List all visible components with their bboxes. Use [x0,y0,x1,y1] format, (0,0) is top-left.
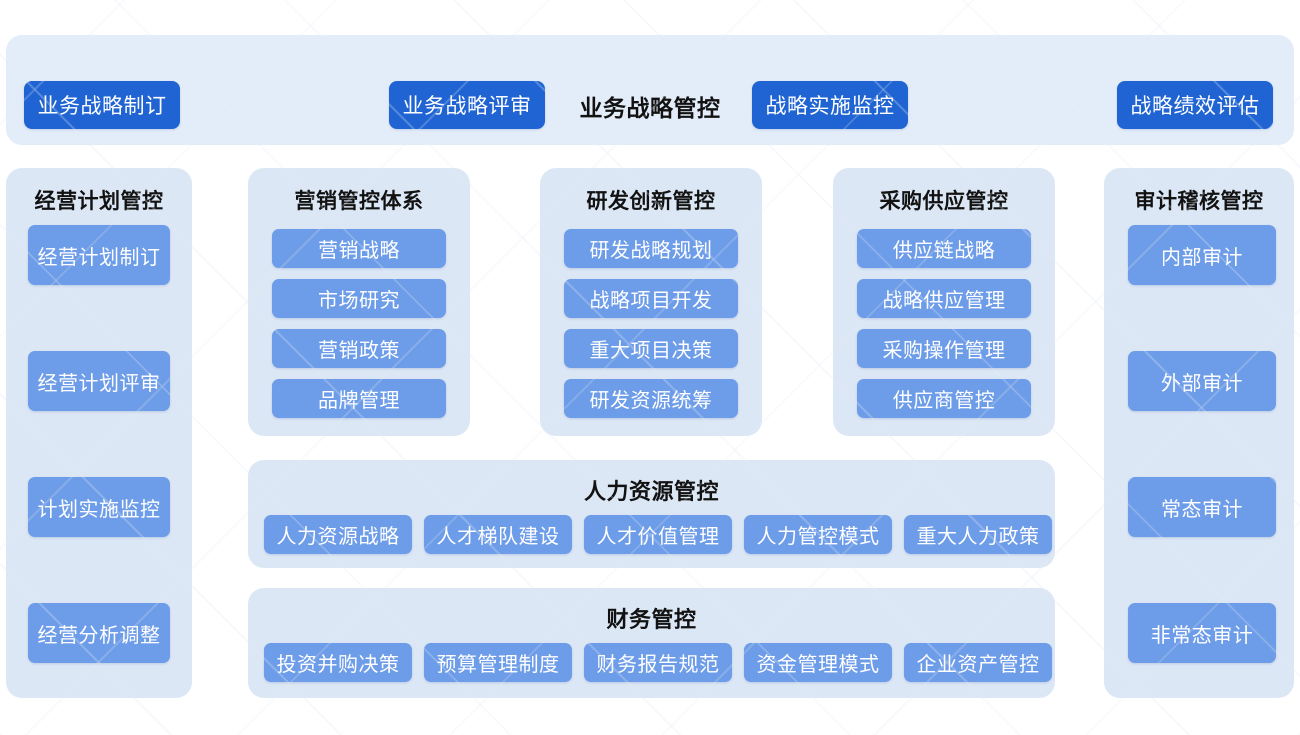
node-strategic-project-development[interactable]: 战略项目开发 [564,279,738,318]
node-business-strategy-formulation[interactable]: 业务战略制订 [24,81,180,129]
panel-title-human-resource-control: 人力资源管控 [583,479,719,504]
panel-procurement-supply-control: 采购供应管控 供应链战略 战略供应管理 采购操作管理 供应商管控 [833,168,1055,436]
panel-rd-innovation-control: 研发创新管控 研发战略规划 战略项目开发 重大项目决策 研发资源统筹 [540,168,762,436]
panel-business-strategy: 业务战略管控 业务战略制订 业务战略评审 战略实施监控 战略绩效评估 [6,35,1294,145]
node-non-routine-audit[interactable]: 非常态审计 [1128,603,1276,663]
node-market-research[interactable]: 市场研究 [272,279,446,318]
node-strategy-performance-evaluation[interactable]: 战略绩效评估 [1117,81,1273,129]
node-hr-strategy[interactable]: 人力资源战略 [264,515,412,554]
node-business-strategy-review[interactable]: 业务战略评审 [389,81,545,129]
node-internal-audit[interactable]: 内部审计 [1128,225,1276,285]
panel-financial-control: 财务管控 投资并购决策 预算管理制度 财务报告规范 资金管理模式 企业资产管控 [248,588,1055,698]
node-marketing-strategy[interactable]: 营销战略 [272,229,446,268]
node-budget-management-system[interactable]: 预算管理制度 [424,643,572,682]
panel-title-marketing-control-system: 营销管控体系 [294,190,424,213]
node-major-project-decision[interactable]: 重大项目决策 [564,329,738,368]
node-marketing-policy[interactable]: 营销政策 [272,329,446,368]
node-talent-pipeline-building[interactable]: 人才梯队建设 [424,515,572,554]
node-operating-analysis-adjustment[interactable]: 经营分析调整 [28,603,170,663]
panel-title-procurement-supply-control: 采购供应管控 [879,190,1009,213]
panel-title-rd-innovation-control: 研发创新管控 [586,190,716,213]
node-strategic-supply-management[interactable]: 战略供应管理 [857,279,1031,318]
node-routine-audit[interactable]: 常态审计 [1128,477,1276,537]
node-rd-resource-coordination[interactable]: 研发资源统筹 [564,379,738,418]
node-operating-plan-review[interactable]: 经营计划评审 [28,351,170,411]
node-rd-strategy-planning[interactable]: 研发战略规划 [564,229,738,268]
panel-title-operating-plan-control: 经营计划管控 [34,190,164,213]
node-fund-management-model[interactable]: 资金管理模式 [744,643,892,682]
node-procurement-operation-management[interactable]: 采购操作管理 [857,329,1031,368]
node-operating-plan-formulation[interactable]: 经营计划制订 [28,225,170,285]
panel-title-financial-control: 财务管控 [606,607,697,632]
node-plan-implementation-monitoring[interactable]: 计划实施监控 [28,477,170,537]
panel-human-resource-control: 人力资源管控 人力资源战略 人才梯队建设 人才价值管理 人力管控模式 重大人力政… [248,460,1055,568]
node-supply-chain-strategy[interactable]: 供应链战略 [857,229,1031,268]
node-talent-value-management[interactable]: 人才价值管理 [584,515,732,554]
panel-operating-plan-control: 经营计划管控 经营计划制订 经营计划评审 计划实施监控 经营分析调整 [6,168,192,698]
panel-audit-inspection-control: 审计稽核管控 内部审计 外部审计 常态审计 非常态审计 [1104,168,1294,698]
panel-title-business-strategy: 业务战略管控 [579,95,721,121]
node-hr-control-model[interactable]: 人力管控模式 [744,515,892,554]
node-major-hr-policy[interactable]: 重大人力政策 [904,515,1052,554]
panel-title-audit-inspection-control: 审计稽核管控 [1134,190,1264,213]
node-supplier-control[interactable]: 供应商管控 [857,379,1031,418]
node-external-audit[interactable]: 外部审计 [1128,351,1276,411]
node-enterprise-asset-control[interactable]: 企业资产管控 [904,643,1052,682]
panel-marketing-control-system: 营销管控体系 营销战略 市场研究 营销政策 品牌管理 [248,168,470,436]
node-strategy-implementation-monitoring[interactable]: 战略实施监控 [752,81,908,129]
node-investment-ma-decision[interactable]: 投资并购决策 [264,643,412,682]
node-financial-reporting-standards[interactable]: 财务报告规范 [584,643,732,682]
node-brand-management[interactable]: 品牌管理 [272,379,446,418]
